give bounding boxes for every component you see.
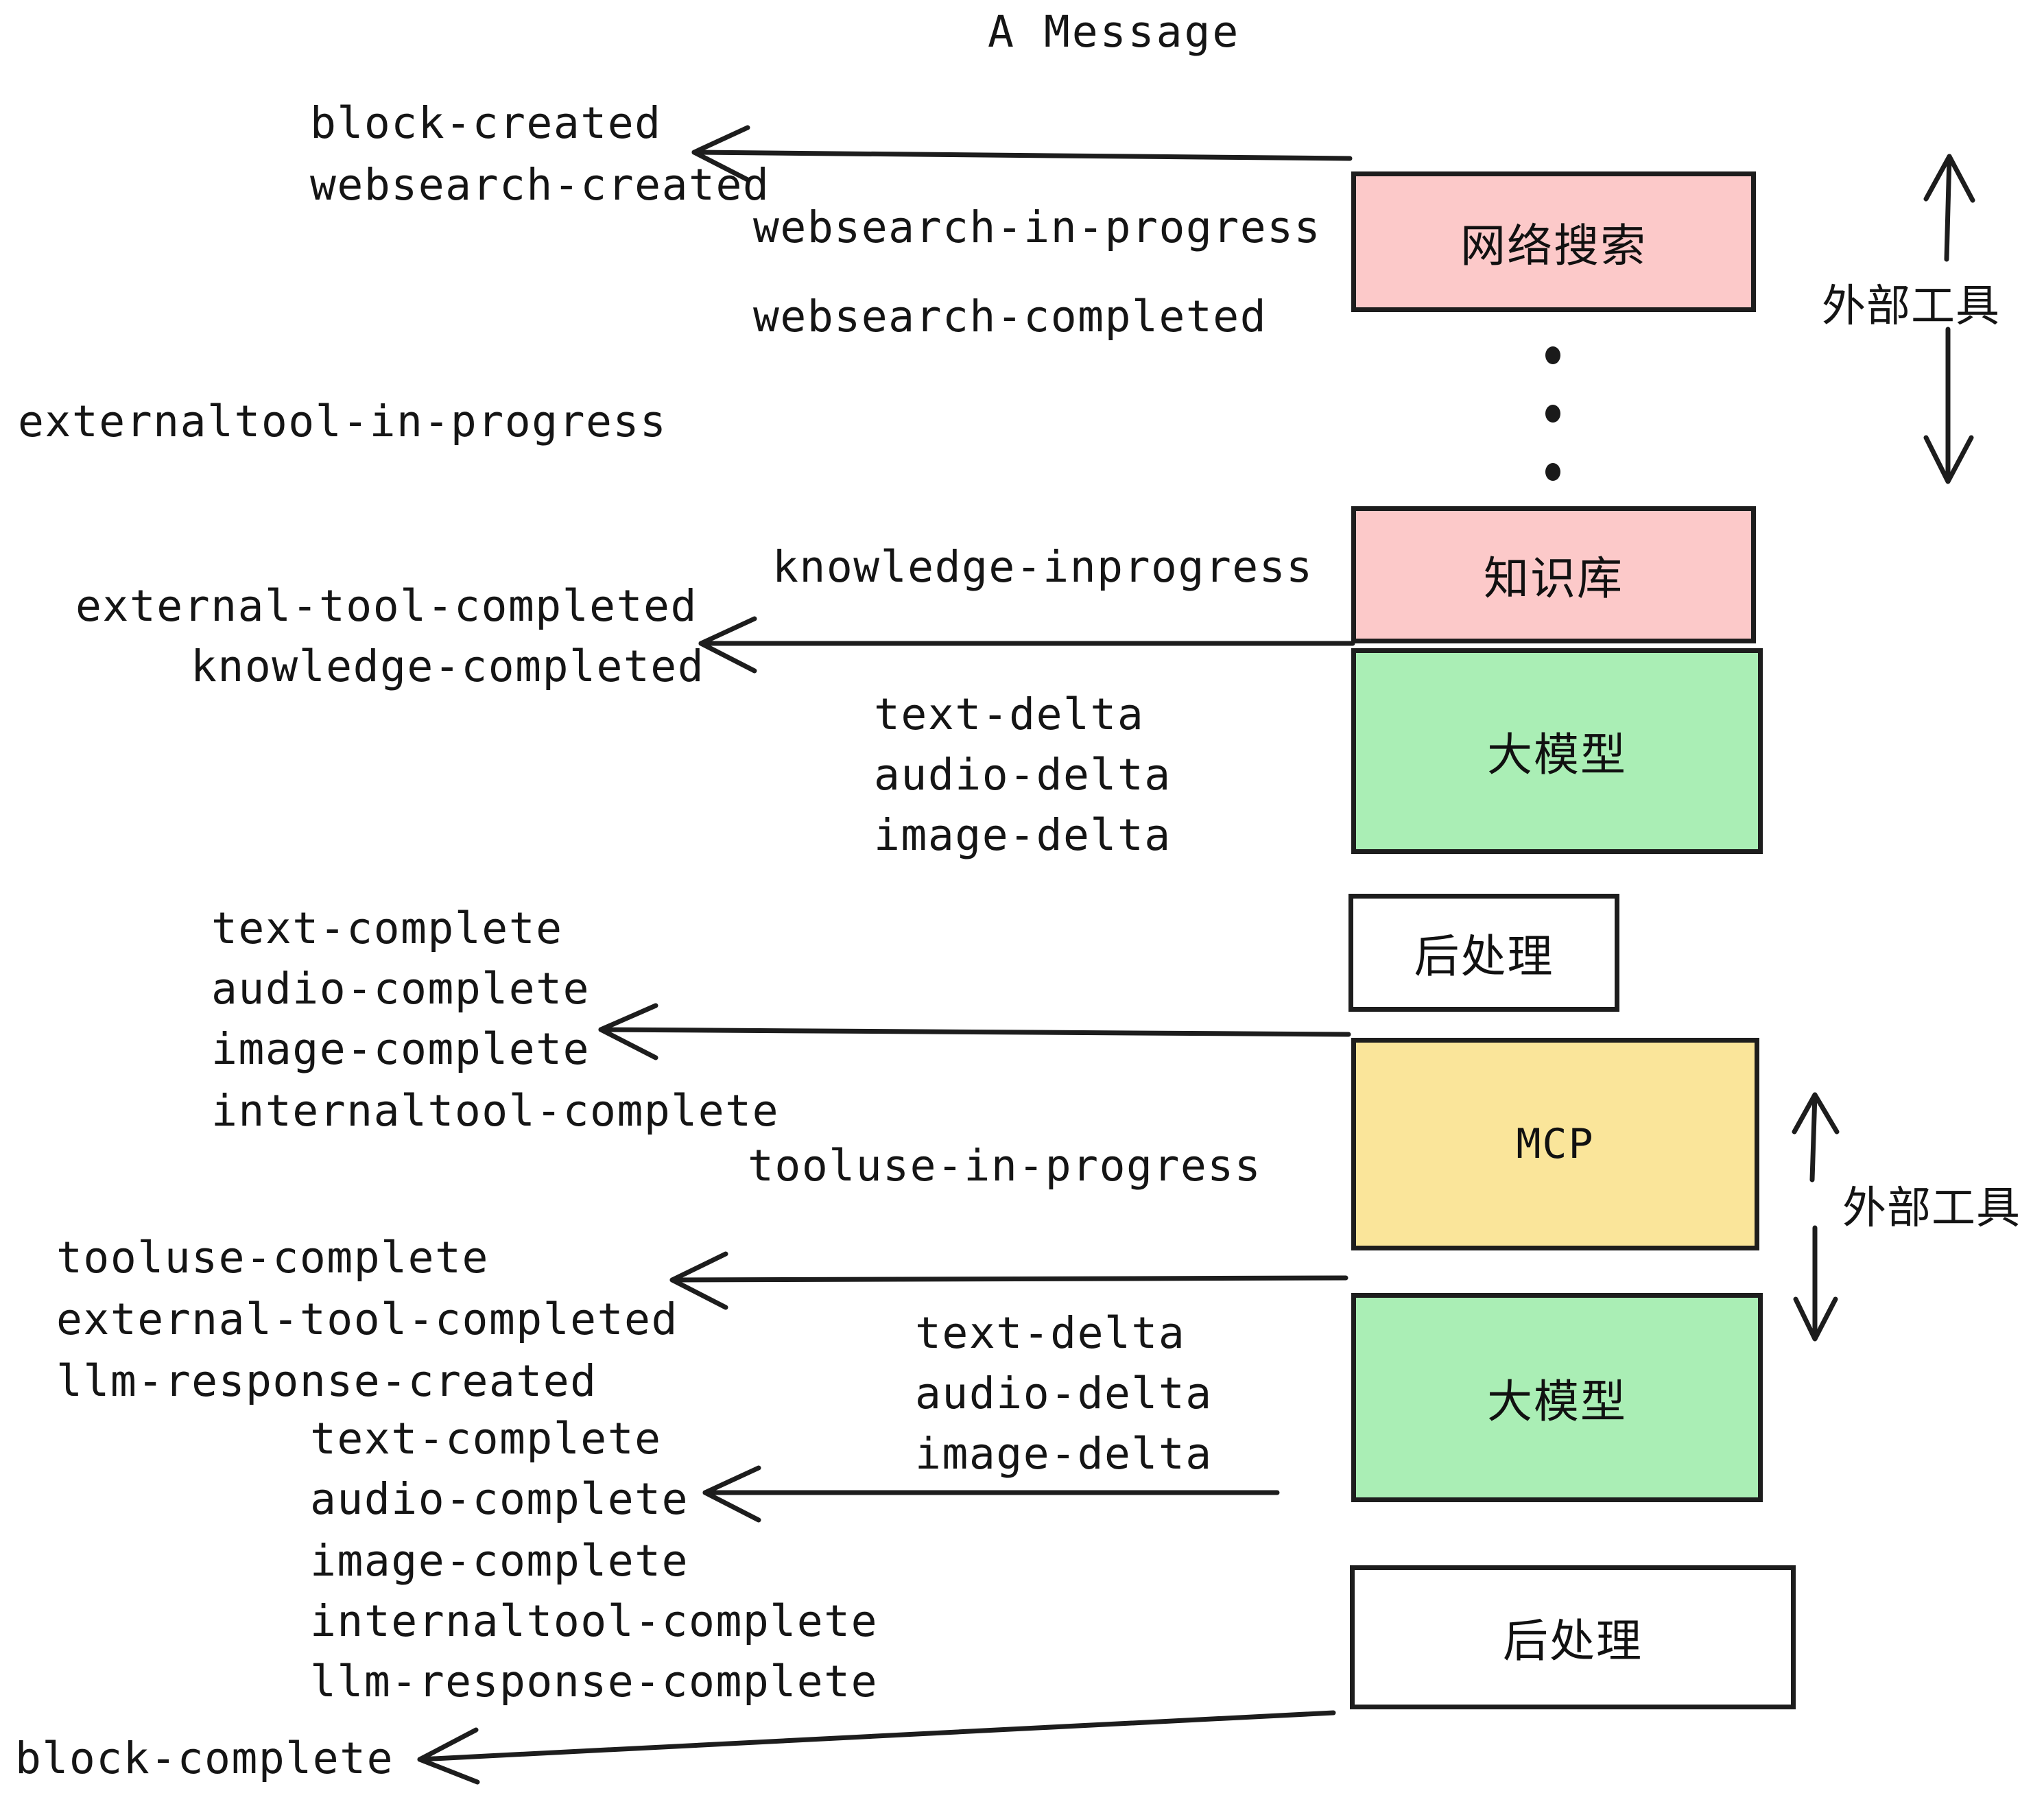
event-websearch-in-progress: websearch-in-progress: [753, 202, 1322, 252]
node-websearch-label: 网络搜索: [1460, 219, 1647, 272]
node-llm-1[interactable]: 大模型: [1351, 648, 1763, 854]
event-llm-response-complete: llm-response-complete: [310, 1657, 879, 1707]
event-image-complete-1: image-complete: [211, 1024, 591, 1074]
arrow-postproc2-to-block-complete: [417, 1710, 1336, 1785]
event-knowledge-completed: knowledge-completed: [191, 641, 705, 691]
node-llm-2[interactable]: 大模型: [1351, 1293, 1763, 1502]
event-text-complete-1: text-complete: [211, 903, 563, 953]
node-websearch[interactable]: 网络搜索: [1351, 171, 1756, 312]
node-mcp[interactable]: MCP: [1351, 1038, 1759, 1250]
event-externaltool-in-progress: externaltool-in-progress: [18, 396, 667, 447]
event-block-complete: block-complete: [15, 1733, 394, 1783]
event-tooluse-in-progress: tooluse-in-progress: [748, 1141, 1262, 1191]
event-text-delta-2: text-delta: [915, 1308, 1186, 1358]
node-knowledge-label: 知识库: [1484, 552, 1624, 605]
event-audio-delta-2: audio-delta: [915, 1368, 1213, 1419]
ellipsis-dot-1: [1545, 346, 1560, 364]
event-audio-complete-2: audio-complete: [310, 1474, 689, 1524]
event-websearch-completed: websearch-completed: [753, 292, 1268, 342]
node-knowledge[interactable]: 知识库: [1351, 506, 1756, 643]
node-llm-1-label: 大模型: [1487, 728, 1627, 781]
event-image-complete-2: image-complete: [310, 1536, 689, 1586]
side-label-external-tool-bottom: 外部工具: [1842, 1183, 2021, 1234]
event-block-created: block-created: [310, 98, 662, 148]
ellipsis-dot-3: [1545, 463, 1560, 481]
event-tooluse-complete: tooluse-complete: [56, 1233, 489, 1283]
side-label-external-tool-top: 外部工具: [1822, 281, 2000, 332]
event-internaltool-complete-2: internaltool-complete: [310, 1596, 879, 1646]
page-title: A Message: [988, 7, 1241, 57]
event-text-complete-2: text-complete: [310, 1414, 662, 1464]
arrow-knowledge-to-knowledge-completed: [698, 616, 1355, 674]
node-llm-2-label: 大模型: [1487, 1375, 1627, 1428]
node-postproc-1[interactable]: 后处理: [1348, 894, 1619, 1012]
event-llm-response-created: llm-response-created: [56, 1356, 597, 1406]
arrow-mcp-to-image-complete: [598, 1003, 1351, 1060]
double-arrow-external-tool-bottom: [1792, 1092, 1840, 1342]
event-knowledge-inprogress: knowledge-inprogress: [772, 542, 1314, 592]
event-external-tool-completed-2: external-tool-completed: [56, 1294, 678, 1344]
event-websearch-created: websearch-created: [310, 160, 770, 210]
event-image-delta-2: image-delta: [915, 1429, 1213, 1479]
event-text-delta-1: text-delta: [874, 689, 1145, 739]
event-audio-complete-1: audio-complete: [211, 964, 591, 1014]
event-audio-delta-1: audio-delta: [874, 750, 1172, 800]
arrow-mcp-to-tooluse-complete: [669, 1251, 1348, 1310]
arrow-websearch-to-block-created: [691, 125, 1353, 182]
node-postproc-2-label: 后处理: [1503, 1615, 1643, 1667]
ellipsis-dot-2: [1545, 405, 1560, 423]
event-internaltool-complete-1: internaltool-complete: [211, 1086, 780, 1136]
node-mcp-label: MCP: [1516, 1120, 1595, 1168]
node-postproc-1-label: 后处理: [1414, 930, 1554, 983]
event-image-delta-1: image-delta: [874, 810, 1172, 860]
node-postproc-2[interactable]: 后处理: [1350, 1565, 1796, 1709]
event-external-tool-completed-1: external-tool-completed: [75, 581, 698, 631]
